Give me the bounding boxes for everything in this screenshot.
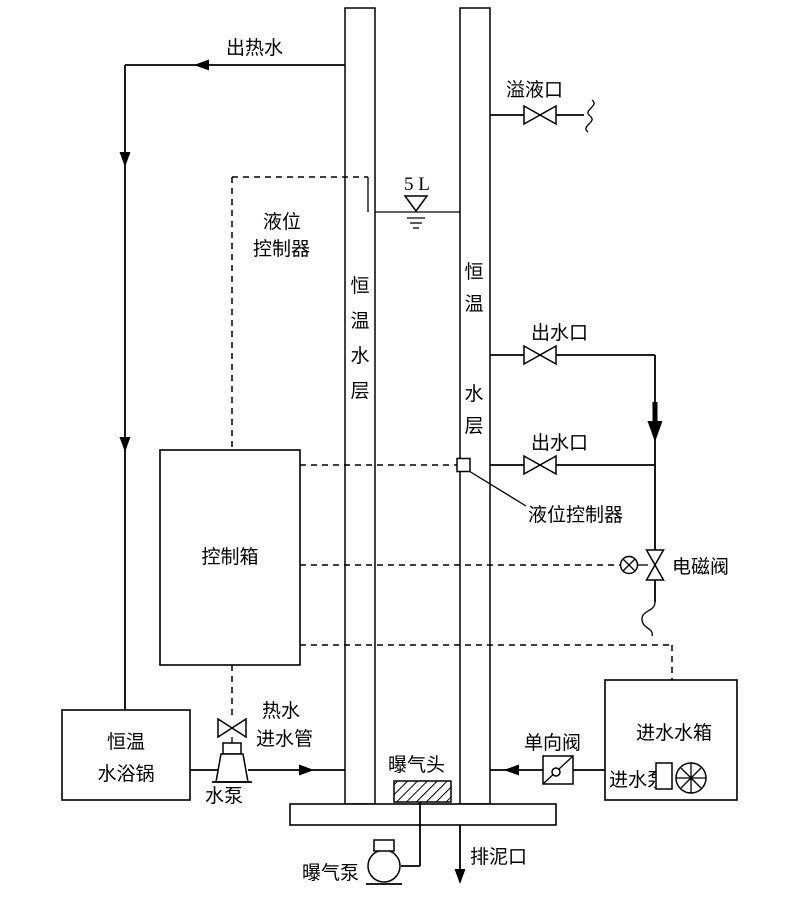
check-valve-label: 单向阀 (524, 732, 581, 754)
water-bath-label-line1: 恒温 (107, 731, 145, 753)
jacket-left-label-char: 恒 (350, 275, 369, 297)
water-bath-label-line2: 水浴锅 (97, 763, 154, 785)
inlet-pump-label: 进水泵 (609, 769, 666, 791)
water-level-triangle-icon (403, 195, 429, 213)
overflow-valve-icon (538, 104, 557, 126)
jacket-left-label-char: 温 (350, 310, 369, 332)
jacket-wall-right (459, 7, 491, 805)
arrow-right-icon (299, 764, 314, 776)
solenoid-cross (622, 558, 636, 572)
level-controller-left-label-line1: 液位 (263, 211, 301, 233)
aeration-pump-icon (367, 849, 401, 883)
sludge-port-label: 排泥口 (470, 846, 527, 868)
level-controller-right-label: 液位控制器 (528, 504, 623, 526)
water-pump-body-icon (215, 753, 249, 783)
pump-valve-icon (230, 717, 247, 739)
jacket-right-label-char: 温 (464, 293, 483, 315)
jacket-right-label-char: 层 (464, 416, 483, 437)
outlet-top-valve-icon (538, 344, 557, 366)
aeration-pump-label: 曝气泵 (302, 862, 359, 884)
aeration-pump-motor-icon (373, 839, 395, 852)
control-box (159, 449, 301, 666)
control-box-label: 控制箱 (201, 546, 258, 568)
water-bath-box (61, 709, 191, 801)
pipe-break-icon (585, 99, 595, 133)
inlet-pump-motor-icon (655, 762, 673, 790)
water-pump-icon (222, 742, 242, 755)
arrow-left-icon (504, 764, 519, 776)
jacket-right-label-char: 恒 (464, 261, 483, 283)
flow-arrow-down-icon (647, 421, 663, 442)
level-controller-left-label-line2: 控制器 (253, 238, 310, 260)
inlet-pump-spoke (680, 767, 702, 789)
overflow-port-label: 溢液口 (506, 79, 563, 101)
jacket-right-label-char: 水 (464, 383, 483, 405)
aeration-head-label: 曝气头 (388, 754, 445, 776)
outlet-bottom-valve-icon (538, 454, 557, 476)
arrow-down-icon (119, 437, 131, 452)
aeration-head-icon (393, 780, 452, 803)
arrow-down-icon (119, 152, 131, 167)
volume-mark-label: 5 L (404, 174, 430, 195)
hot-water-pipe-label-line2: 进水管 (256, 728, 313, 750)
leader-line (468, 470, 527, 507)
base-plate (289, 803, 557, 826)
outlet-top-label: 出水口 (531, 322, 588, 344)
jacket-left-label-char: 水 (350, 345, 369, 367)
outlet-bottom-label: 出水口 (531, 432, 588, 454)
solenoid-valve-icon (645, 549, 665, 567)
outlet-bottom-valve-icon (523, 454, 542, 476)
arrow-down-icon (454, 869, 466, 884)
drain-hook-icon (641, 601, 656, 637)
check-valve-ball (551, 767, 561, 777)
hot-water-out-label: 出热水 (226, 37, 283, 59)
level-sensor-icon (456, 457, 471, 473)
water-pump-label: 水泵 (205, 785, 243, 807)
jacket-left-label-char: 层 (350, 381, 369, 402)
arrow-left-icon (194, 59, 209, 71)
jacket-wall-left (344, 7, 376, 805)
pump-valve-icon (217, 717, 234, 739)
overflow-valve-icon (523, 104, 542, 126)
solenoid-valve-icon (645, 563, 665, 581)
outlet-top-valve-icon (523, 344, 542, 366)
hot-water-pipe-label-line1: 热水 (262, 700, 300, 722)
inlet-tank-label: 进水水箱 (636, 722, 712, 744)
solenoid-valve-label: 电磁阀 (672, 556, 729, 578)
